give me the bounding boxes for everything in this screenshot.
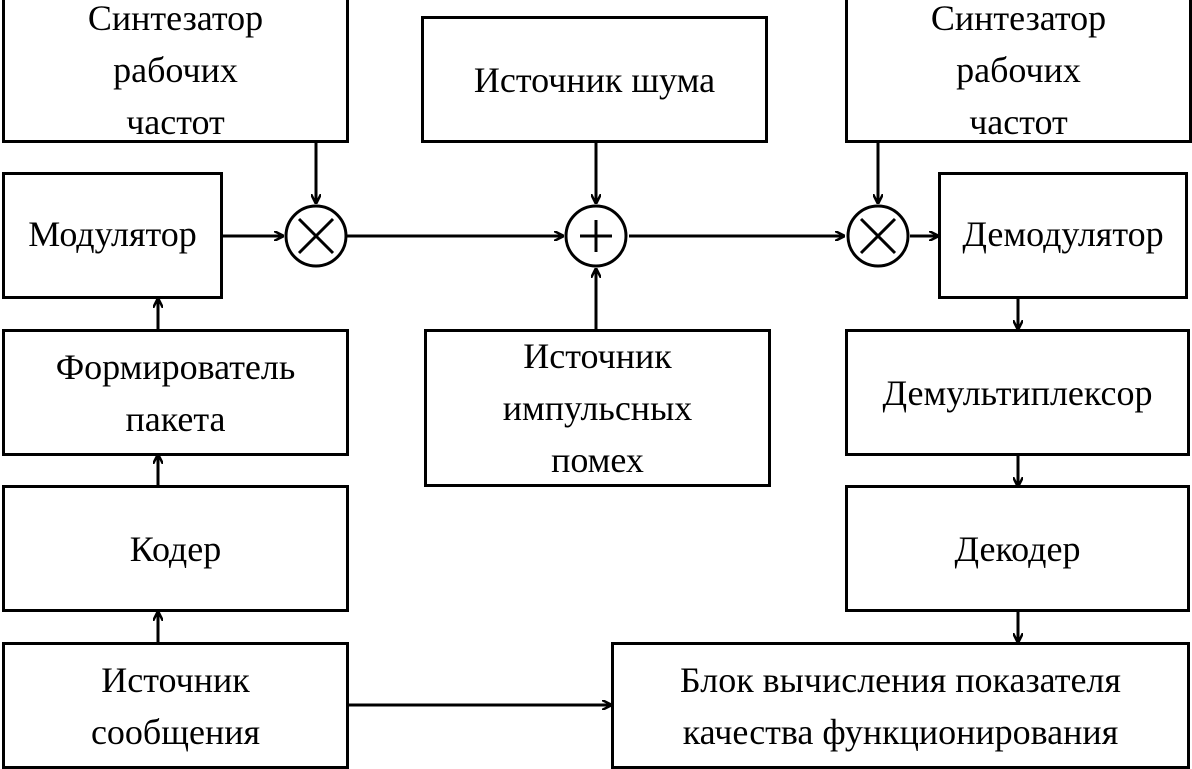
quality-evaluation-block: Блок вычисления показателя качества функц… — [611, 642, 1190, 769]
adder — [564, 204, 628, 268]
message-source-block: Источник сообщения — [2, 642, 349, 769]
block-label-line: Блок вычисления показателя — [680, 659, 1121, 700]
demodulator-block: Демодулятор — [938, 172, 1188, 299]
block-label-line: Источник — [101, 659, 250, 700]
block-label-line: Источник — [523, 336, 672, 376]
decoder-block: Декодер — [845, 485, 1190, 612]
block-label-line: помех — [551, 440, 644, 480]
block-label-line: пакета — [125, 398, 226, 439]
block-label-line: рабочих — [956, 50, 1081, 90]
block-label-line: Модулятор — [28, 214, 197, 254]
block-label-line: сообщения — [90, 711, 261, 752]
block-label-line: Демультиплексор — [882, 372, 1153, 413]
block-label-line: качества функционирования — [682, 711, 1119, 752]
block-label-line: Синтезатор — [87, 0, 264, 38]
impulse-noise-source-block: Источник импульсных помех — [424, 329, 771, 487]
modulator-block: Модулятор — [2, 172, 223, 299]
block-label-line: рабочих — [113, 50, 238, 90]
mixer-right — [846, 204, 910, 268]
block-label-line: Синтезатор — [930, 0, 1107, 38]
synthesizer-right-block: Синтезатор рабочих частот — [845, 0, 1192, 143]
block-label-line: частот — [969, 102, 1068, 142]
demultiplexer-block: Демультиплексор — [845, 329, 1190, 456]
block-label-line: Демодулятор — [962, 214, 1164, 254]
block-label-line: Источник шума — [473, 59, 716, 100]
noise-source-block: Источник шума — [421, 16, 768, 143]
block-label-line: Формирователь — [55, 346, 296, 387]
block-label-line: импульсных — [502, 388, 693, 428]
block-label-line: частот — [126, 102, 225, 142]
coder-block: Кодер — [2, 485, 349, 612]
block-label-line: Декодер — [954, 528, 1081, 569]
block-label-line: Кодер — [129, 528, 222, 569]
synthesizer-left-block: Синтезатор рабочих частот — [2, 0, 349, 143]
mixer-left — [284, 204, 348, 268]
packet-former-block: Формирователь пакета — [2, 329, 349, 456]
